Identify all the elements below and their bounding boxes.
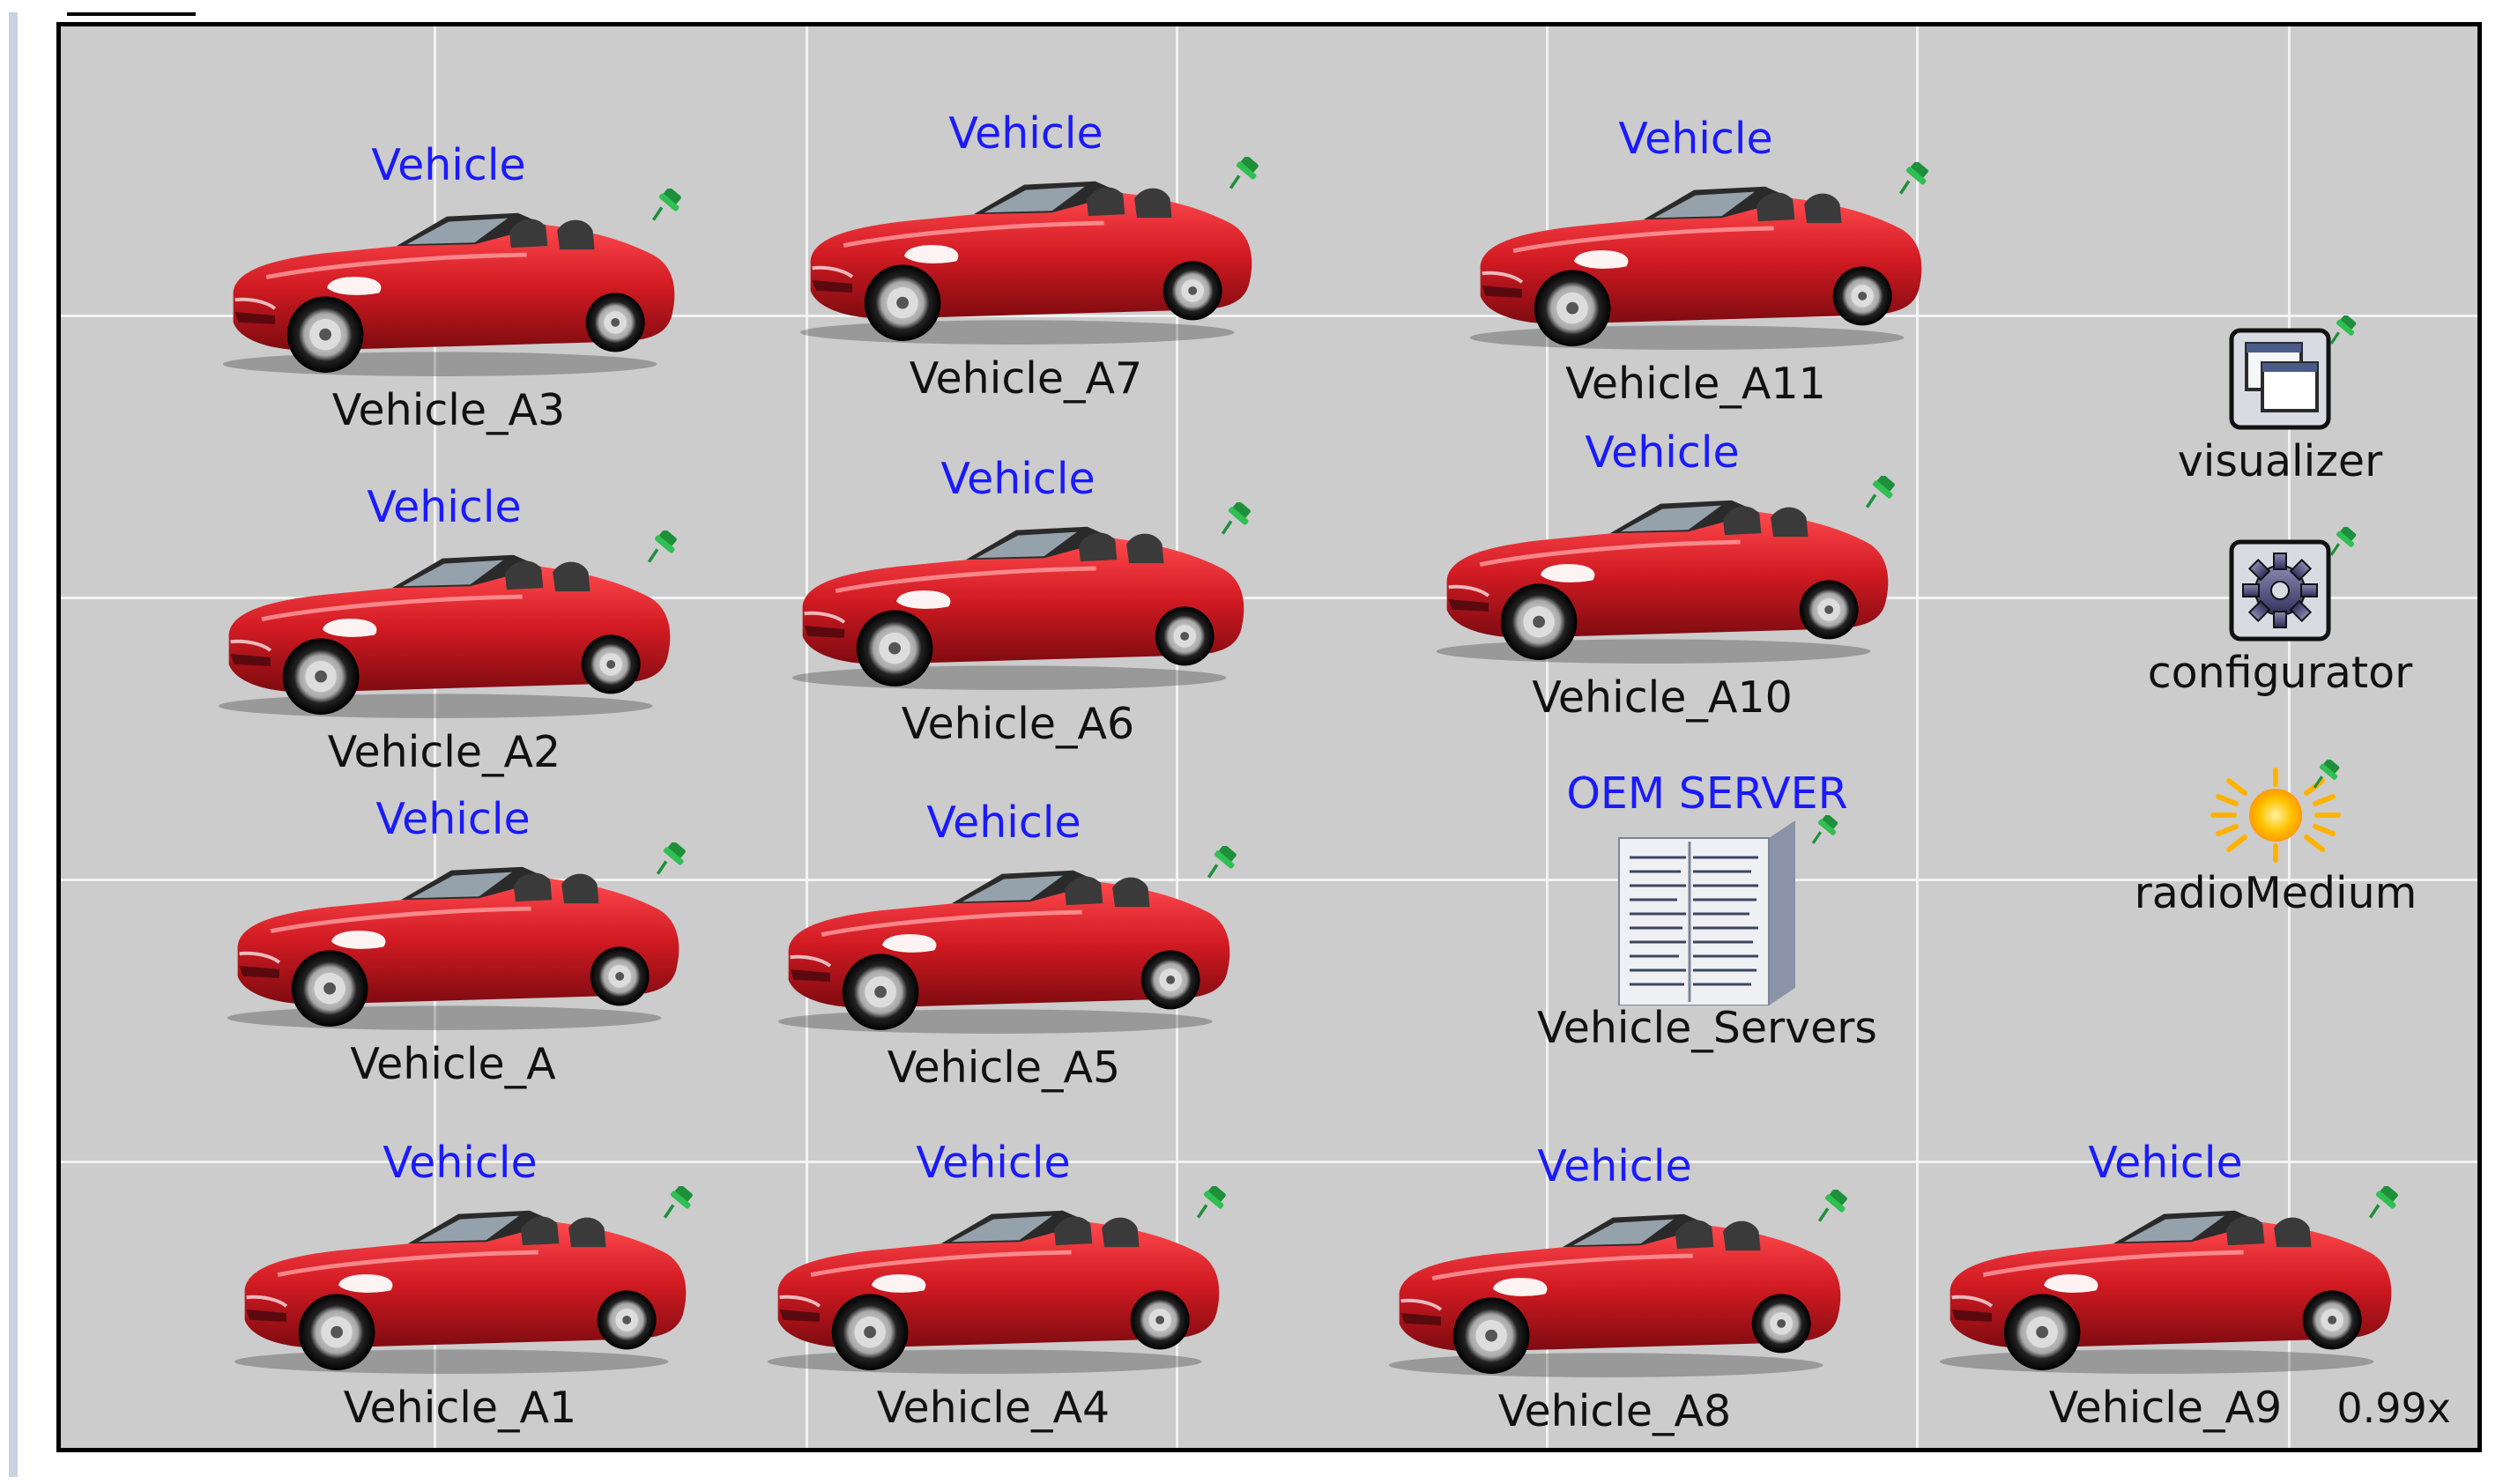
- red-convertible-car-icon: [1428, 479, 1897, 666]
- radio-medium-name-label: radioMedium: [2134, 868, 2418, 918]
- gridline: [61, 597, 2477, 599]
- gridline: [2288, 26, 2291, 1448]
- red-convertible-car-icon: [784, 506, 1252, 693]
- vehicle-name-label: Vehicle_A: [350, 1039, 556, 1089]
- gridline: [1176, 26, 1178, 1448]
- vehicle-name-label: Vehicle_A11: [1565, 359, 1826, 409]
- vehicle-node[interactable]: Vehicle Vehicle_A6: [771, 455, 1265, 754]
- vehicle-name-label: Vehicle_A3: [331, 385, 566, 435]
- radio-medium-node[interactable]: radioMedium: [2091, 760, 2461, 943]
- visualizer-name-label: visualizer: [2177, 436, 2383, 486]
- configurator-name-label: configurator: [2147, 648, 2413, 698]
- red-convertible-car-icon: [226, 1190, 694, 1376]
- vehicle-type-label: Vehicle: [1585, 427, 1740, 478]
- server-rack-icon: [1618, 820, 1795, 1005]
- pin-icon: [1811, 815, 1840, 845]
- vehicle-name-label: Vehicle_A7: [909, 353, 1143, 404]
- gridline: [61, 315, 2477, 317]
- red-convertible-car-icon: [791, 160, 1260, 347]
- vehicle-type-label: Vehicle: [940, 454, 1096, 504]
- vehicle-node[interactable]: Vehicle Vehicle_A1: [213, 1139, 707, 1438]
- red-convertible-car-icon: [219, 846, 687, 1033]
- red-convertible-car-icon: [769, 850, 1238, 1036]
- vehicle-node[interactable]: Vehicle Vehicle_A8: [1368, 1142, 1861, 1442]
- vehicle-type-label: Vehicle: [2088, 1138, 2243, 1188]
- pin-icon: [647, 531, 680, 564]
- pin-icon: [2329, 527, 2358, 557]
- vehicle-node[interactable]: Vehicle Vehicle_A9: [1919, 1139, 2412, 1438]
- vehicle-name-label: Vehicle_A1: [343, 1383, 577, 1433]
- network-canvas[interactable]: Vehicle Vehicle_A3 Vehicle Vehicle_A7 Ve…: [56, 22, 2482, 1452]
- pin-icon: [1196, 1186, 1229, 1220]
- zoom-level: 0.99x: [2336, 1384, 2451, 1432]
- pin-icon: [1865, 476, 1898, 509]
- red-convertible-car-icon: [759, 1190, 1228, 1376]
- top-tab-indicator: [67, 12, 196, 16]
- gridline: [434, 26, 436, 1448]
- vehicle-node[interactable]: Vehicle Vehicle_A7: [779, 109, 1273, 409]
- red-convertible-car-icon: [1931, 1190, 2400, 1376]
- vehicle-node[interactable]: Vehicle Vehicle_A5: [757, 798, 1251, 1098]
- pin-icon: [2313, 760, 2342, 790]
- left-border-rule: [9, 12, 18, 1477]
- vehicle-type-label: Vehicle: [926, 798, 1081, 848]
- server-type-label: OEM SERVER: [1566, 768, 1848, 819]
- pin-icon: [1221, 502, 1253, 536]
- gridline: [61, 879, 2477, 881]
- pin-icon: [1817, 1190, 1850, 1223]
- gridline: [806, 26, 808, 1448]
- visualizer-node[interactable]: visualizer: [2095, 315, 2465, 522]
- vehicle-type-label: Vehicle: [1537, 1141, 1692, 1191]
- pin-icon: [2368, 1186, 2401, 1220]
- vehicle-name-label: Vehicle_A2: [327, 727, 561, 777]
- sun-icon: [2210, 768, 2341, 863]
- vehicle-name-label: Vehicle_A6: [901, 699, 1135, 749]
- vehicle-name-label: Vehicle_A9: [2048, 1383, 2283, 1433]
- pin-icon: [2329, 315, 2358, 345]
- vehicle-node[interactable]: Vehicle Vehicle_A: [206, 795, 700, 1094]
- red-convertible-car-icon: [210, 534, 679, 721]
- pin-icon: [663, 1186, 695, 1220]
- vehicle-type-label: Vehicle: [1618, 114, 1773, 164]
- red-convertible-car-icon: [214, 192, 683, 379]
- vehicle-node[interactable]: Vehicle Vehicle_A3: [202, 141, 695, 441]
- vehicle-name-label: Vehicle_A10: [1532, 672, 1793, 723]
- pin-icon: [651, 189, 684, 222]
- gear-icon: [2229, 539, 2331, 642]
- server-name-label: Vehicle_Servers: [1537, 1003, 1877, 1053]
- server-node[interactable]: OEM SERVER Vehicle_Servers: [1478, 769, 1936, 1060]
- pin-icon: [1207, 846, 1239, 879]
- vehicle-type-label: Vehicle: [383, 1138, 538, 1188]
- vehicle-name-label: Vehicle_A4: [876, 1383, 1110, 1433]
- gridline: [61, 1161, 2477, 1163]
- windows-icon: [2229, 328, 2331, 430]
- gridline: [1916, 26, 1919, 1448]
- red-convertible-car-icon: [1461, 166, 1930, 352]
- vehicle-type-label: Vehicle: [916, 1138, 1071, 1188]
- configurator-node[interactable]: configurator: [2095, 527, 2465, 733]
- gridline: [1546, 26, 1549, 1448]
- vehicle-type-label: Vehicle: [371, 140, 526, 190]
- pin-icon: [1229, 157, 1261, 190]
- pin-icon: [656, 842, 688, 876]
- pin-icon: [1898, 162, 1931, 196]
- vehicle-node[interactable]: Vehicle Vehicle_A2: [197, 483, 691, 783]
- vehicle-type-label: Vehicle: [367, 482, 522, 532]
- vehicle-type-label: Vehicle: [375, 794, 531, 844]
- vehicle-node[interactable]: Vehicle Vehicle_A11: [1449, 115, 1942, 414]
- vehicle-name-label: Vehicle_A8: [1497, 1386, 1732, 1436]
- red-convertible-car-icon: [1380, 1193, 1849, 1380]
- vehicle-node[interactable]: Vehicle Vehicle_A4: [746, 1139, 1240, 1438]
- vehicle-node[interactable]: Vehicle Vehicle_A10: [1415, 428, 1909, 728]
- vehicle-name-label: Vehicle_A5: [887, 1043, 1121, 1093]
- vehicle-type-label: Vehicle: [948, 108, 1103, 159]
